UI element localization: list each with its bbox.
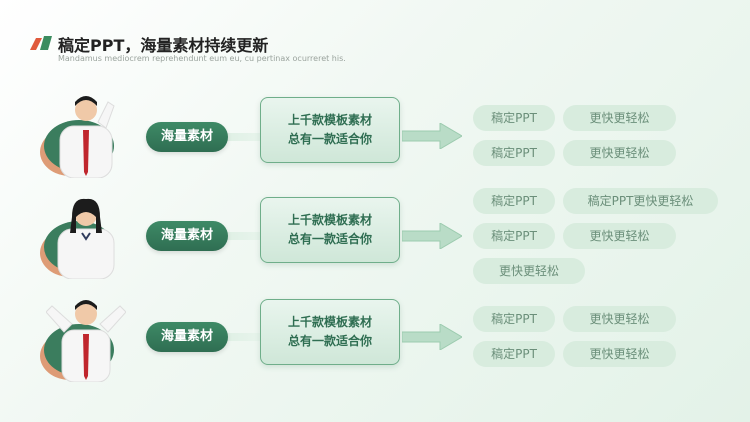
info-line-2: 总有一款适合你 [287, 132, 372, 146]
page-title: 稿定PPT，海量素材持续更新 [58, 36, 269, 55]
feature-pill: 更快更轻松 [563, 140, 676, 166]
row-1: 海量素材 上千款模板素材 总有一款适合你 稿定PPT 更快更轻松 稿定PPT 更… [0, 92, 750, 192]
feature-pill: 更快更轻松 [563, 105, 676, 131]
row-2: 海量素材 上千款模板素材 总有一款适合你 稿定PPT 稿定PPT更快更轻松 稿定… [0, 188, 750, 293]
info-line-1: 上千款模板素材 [287, 315, 372, 329]
feature-pill: 更快更轻松 [563, 341, 676, 367]
feature-pill: 稿定PPT [473, 105, 555, 131]
feature-pill: 稿定PPT [473, 188, 555, 214]
page-subtitle: Mandamus mediocrem reprehendunt eum eu, … [58, 54, 346, 63]
avatar [40, 92, 126, 180]
feature-pill: 更快更轻松 [473, 258, 585, 284]
category-tag: 海量素材 [146, 221, 228, 251]
category-tag: 海量素材 [146, 122, 228, 152]
arrow-right-icon [402, 324, 462, 350]
logo-icon [30, 36, 52, 50]
avatar [40, 296, 126, 384]
feature-pill: 更快更轻松 [563, 223, 676, 249]
info-box: 上千款模板素材 总有一款适合你 [260, 197, 400, 263]
info-line-2: 总有一款适合你 [287, 232, 372, 246]
info-box: 上千款模板素材 总有一款适合你 [260, 299, 400, 365]
feature-pill: 稿定PPT [473, 341, 555, 367]
info-line-1: 上千款模板素材 [287, 113, 372, 127]
arrow-right-icon [402, 223, 462, 249]
arrow-right-icon [402, 123, 462, 149]
category-tag: 海量素材 [146, 322, 228, 352]
info-box: 上千款模板素材 总有一款适合你 [260, 97, 400, 163]
avatar [40, 193, 126, 281]
feature-pill: 稿定PPT [473, 223, 555, 249]
info-line-1: 上千款模板素材 [287, 213, 372, 227]
info-line-2: 总有一款适合你 [287, 334, 372, 348]
feature-pill: 稿定PPT [473, 306, 555, 332]
feature-pill: 稿定PPT [473, 140, 555, 166]
person-icon [46, 300, 126, 382]
feature-pill: 更快更轻松 [563, 306, 676, 332]
person-icon [59, 96, 115, 178]
person-icon [57, 198, 115, 279]
row-3: 海量素材 上千款模板素材 总有一款适合你 稿定PPT 更快更轻松 稿定PPT 更… [0, 296, 750, 396]
feature-pill: 稿定PPT更快更轻松 [563, 188, 718, 214]
